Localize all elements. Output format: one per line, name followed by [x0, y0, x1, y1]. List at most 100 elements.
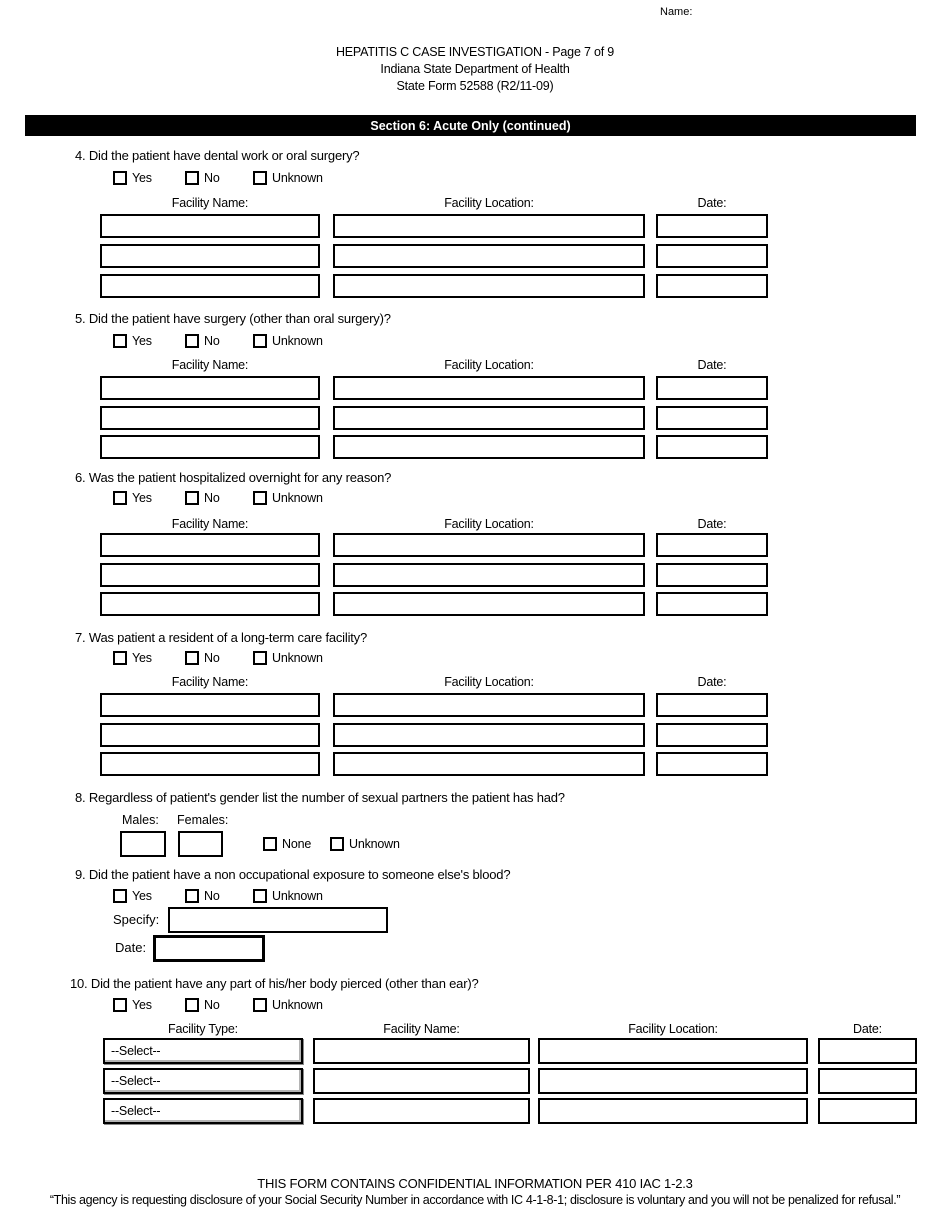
q4-date-input-2[interactable] [656, 244, 768, 268]
q10-facility-location-input-2[interactable] [538, 1068, 808, 1094]
q7-yes-option: Yes [113, 650, 152, 666]
q10-facility-name-input-1[interactable] [313, 1038, 530, 1064]
q5-facility-location-input-1[interactable] [333, 376, 645, 400]
q8-unknown-label: Unknown [349, 836, 400, 851]
q8-males-input[interactable] [120, 831, 166, 857]
q8-unknown-checkbox[interactable] [330, 837, 344, 851]
q9-yes-checkbox[interactable] [113, 889, 127, 903]
q10-facility-name-input-2[interactable] [313, 1068, 530, 1094]
q6-unknown-checkbox[interactable] [253, 491, 267, 505]
q7-facility-location-input-2[interactable] [333, 723, 645, 747]
q4-yes-option: Yes [113, 170, 152, 186]
q5-facility-name-input-1[interactable] [100, 376, 320, 400]
q4-facility-name-input-3[interactable] [100, 274, 320, 298]
q7-unknown-option: Unknown [253, 650, 323, 666]
q5-no-checkbox[interactable] [185, 334, 199, 348]
q10-facility-type-select-2[interactable]: --Select-- [103, 1068, 303, 1094]
q7-facility-location-header: Facility Location: [444, 675, 534, 689]
q5-facility-name-input-3[interactable] [100, 435, 320, 459]
q6-no-checkbox[interactable] [185, 491, 199, 505]
q10-date-input-2[interactable] [818, 1068, 917, 1094]
q10-facility-type-select-1[interactable]: --Select-- [103, 1038, 303, 1064]
q8-females-label: Females: [177, 813, 229, 827]
q4-facility-location-input-3[interactable] [333, 274, 645, 298]
q9-date-input[interactable] [153, 935, 265, 962]
q6-no-option: No [185, 490, 220, 506]
q4-facility-name-input-1[interactable] [100, 214, 320, 238]
q9-unknown-checkbox[interactable] [253, 889, 267, 903]
q6-facility-location-input-3[interactable] [333, 592, 645, 616]
q4-facility-name-header: Facility Name: [171, 196, 249, 210]
q6-facility-name-input-2[interactable] [100, 563, 320, 587]
q6-date-input-1[interactable] [656, 533, 768, 557]
q5-facility-location-input-2[interactable] [333, 406, 645, 430]
q6-yes-checkbox[interactable] [113, 491, 127, 505]
q7-date-input-1[interactable] [656, 693, 768, 717]
q10-facility-location-input-3[interactable] [538, 1098, 808, 1124]
q9-no-checkbox[interactable] [185, 889, 199, 903]
q10-facility-location-input-1[interactable] [538, 1038, 808, 1064]
q10-facility-type-select-3[interactable]: --Select-- [103, 1098, 303, 1124]
page-title: HEPATITIS C CASE INVESTIGATION - Page 7 … [335, 45, 615, 59]
q6-facility-location-input-1[interactable] [333, 533, 645, 557]
q7-date-input-2[interactable] [656, 723, 768, 747]
q9-label: 9. Did the patient have a non occupation… [75, 867, 511, 882]
q7-facility-location-input-3[interactable] [333, 752, 645, 776]
q7-yes-checkbox[interactable] [113, 651, 127, 665]
q10-facility-name-header: Facility Name: [383, 1022, 460, 1036]
q5-date-input-2[interactable] [656, 406, 768, 430]
q7-no-checkbox[interactable] [185, 651, 199, 665]
q7-facility-name-input-3[interactable] [100, 752, 320, 776]
q6-facility-location-input-2[interactable] [333, 563, 645, 587]
q6-no-label: No [204, 490, 220, 505]
q10-yes-checkbox[interactable] [113, 998, 127, 1012]
q4-unknown-checkbox[interactable] [253, 171, 267, 185]
q5-yes-checkbox[interactable] [113, 334, 127, 348]
q4-facility-name-input-2[interactable] [100, 244, 320, 268]
q9-specify-label: Specify: [113, 912, 160, 927]
q7-yes-label: Yes [132, 650, 152, 665]
q5-label: 5. Did the patient have surgery (other t… [75, 311, 391, 326]
q5-unknown-option: Unknown [253, 333, 323, 349]
q6-date-input-2[interactable] [656, 563, 768, 587]
q4-facility-location-input-1[interactable] [333, 214, 645, 238]
page-subtitle-department: Indiana State Department of Health [380, 62, 570, 76]
q6-facility-name-input-3[interactable] [100, 592, 320, 616]
q5-date-input-1[interactable] [656, 376, 768, 400]
q4-no-label: No [204, 170, 220, 185]
q6-date-header: Date: [697, 517, 727, 531]
q6-yes-label: Yes [132, 490, 152, 505]
q5-unknown-checkbox[interactable] [253, 334, 267, 348]
q4-date-input-3[interactable] [656, 274, 768, 298]
footer-disclosure-line: “This agency is requesting disclosure of… [49, 1193, 901, 1207]
q7-no-label: No [204, 650, 220, 665]
q7-date-input-3[interactable] [656, 752, 768, 776]
q10-facility-name-input-3[interactable] [313, 1098, 530, 1124]
q6-date-input-3[interactable] [656, 592, 768, 616]
q8-females-input[interactable] [178, 831, 223, 857]
q6-facility-name-input-1[interactable] [100, 533, 320, 557]
q4-date-input-1[interactable] [656, 214, 768, 238]
q10-no-label: No [204, 997, 220, 1012]
q9-unknown-label: Unknown [272, 888, 323, 903]
q4-facility-location-input-2[interactable] [333, 244, 645, 268]
q7-facility-name-input-2[interactable] [100, 723, 320, 747]
q5-facility-name-input-2[interactable] [100, 406, 320, 430]
q4-no-checkbox[interactable] [185, 171, 199, 185]
q9-specify-input[interactable] [168, 907, 388, 933]
q8-none-checkbox[interactable] [263, 837, 277, 851]
q6-yes-option: Yes [113, 490, 152, 506]
q7-facility-name-input-1[interactable] [100, 693, 320, 717]
q10-unknown-option: Unknown [253, 997, 323, 1013]
q5-date-input-3[interactable] [656, 435, 768, 459]
q10-date-input-1[interactable] [818, 1038, 917, 1064]
q10-unknown-label: Unknown [272, 997, 323, 1012]
q8-males-label: Males: [122, 813, 159, 827]
q10-unknown-checkbox[interactable] [253, 998, 267, 1012]
q7-facility-location-input-1[interactable] [333, 693, 645, 717]
q4-yes-checkbox[interactable] [113, 171, 127, 185]
q5-facility-location-input-3[interactable] [333, 435, 645, 459]
q10-no-checkbox[interactable] [185, 998, 199, 1012]
q7-unknown-checkbox[interactable] [253, 651, 267, 665]
q10-date-input-3[interactable] [818, 1098, 917, 1124]
